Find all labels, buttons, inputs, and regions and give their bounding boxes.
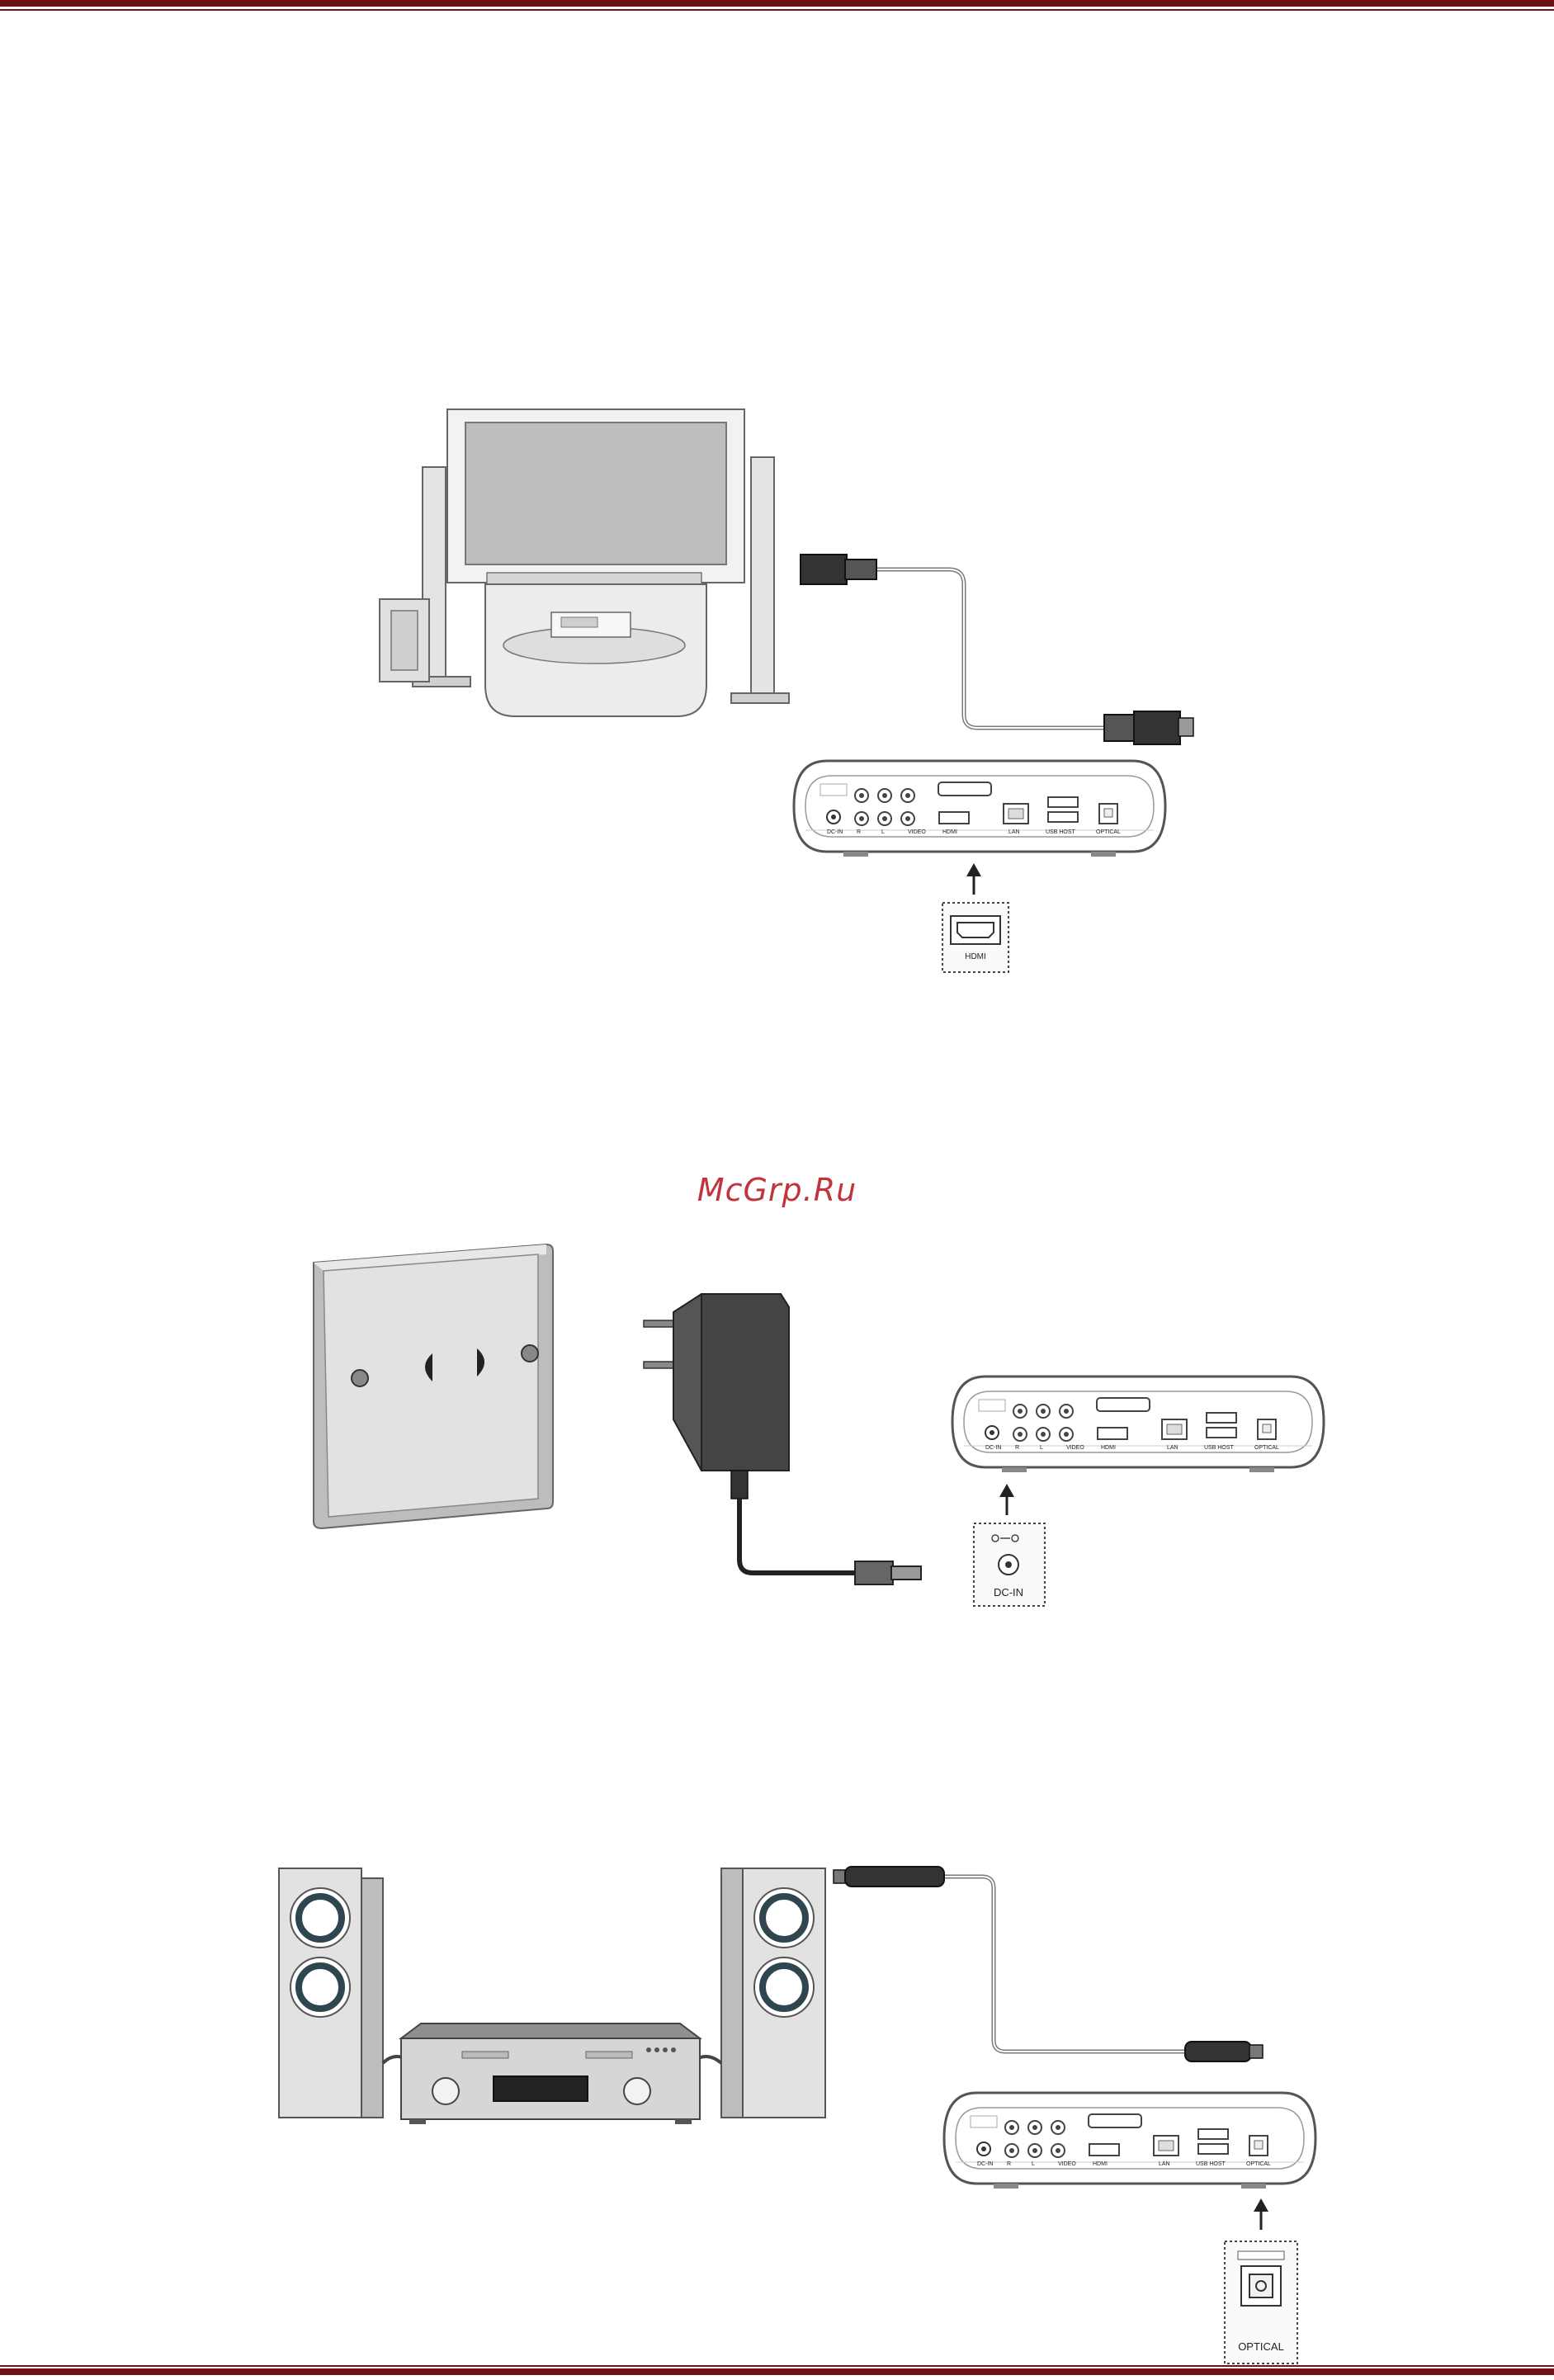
svg-text:DC-IN: DC-IN xyxy=(827,829,843,835)
svg-text:R: R xyxy=(857,829,861,835)
hdmi-arrow-icon xyxy=(966,863,981,895)
svg-text:VIDEO: VIDEO xyxy=(1066,1445,1084,1451)
dc-in-port-callout: DC-IN xyxy=(974,1523,1045,1606)
svg-text:USB HOST: USB HOST xyxy=(1204,1445,1235,1451)
svg-text:VIDEO: VIDEO xyxy=(908,829,926,835)
svg-text:HDMI: HDMI xyxy=(942,829,957,835)
svg-text:LAN: LAN xyxy=(1008,829,1020,835)
stereo-receiver-illustration xyxy=(401,2023,700,2124)
svg-text:USB HOST: USB HOST xyxy=(1196,2161,1226,2167)
svg-text:OPTICAL: OPTICAL xyxy=(1254,1445,1279,1451)
svg-text:HDMI: HDMI xyxy=(965,952,986,961)
svg-text:OPTICAL: OPTICAL xyxy=(1096,829,1121,835)
hdmi-port-callout: HDMI xyxy=(942,903,1008,972)
svg-text:L: L xyxy=(881,829,885,835)
media-player-rear-panel: DC-IN R L VIDEO HDMI LAN USB HOST OPTICA… xyxy=(794,761,1165,857)
media-player-rear-panel: DC-IN R L VIDEO HDMI LAN USB HOST OPTICA… xyxy=(944,2093,1315,2189)
svg-text:DC-IN: DC-IN xyxy=(985,1445,1001,1451)
wall-outlet-illustration xyxy=(314,1244,553,1528)
svg-text:L: L xyxy=(1040,1445,1043,1451)
svg-text:OPTICAL: OPTICAL xyxy=(1238,2340,1284,2353)
svg-text:USB HOST: USB HOST xyxy=(1046,829,1076,835)
media-player-rear-panel: DC-IN R L VIDEO HDMI LAN USB HOST OPTICA… xyxy=(952,1377,1324,1472)
svg-text:HDMI: HDMI xyxy=(1101,1445,1116,1451)
svg-text:VIDEO: VIDEO xyxy=(1058,2161,1076,2167)
dc-in-arrow-icon xyxy=(999,1484,1014,1515)
svg-text:LAN: LAN xyxy=(1159,2161,1170,2167)
svg-text:L: L xyxy=(1032,2161,1035,2167)
svg-text:DC-IN: DC-IN xyxy=(994,1586,1023,1598)
tv-home-theater-illustration xyxy=(380,409,789,716)
optical-cable xyxy=(834,1867,1263,2061)
svg-text:HDMI: HDMI xyxy=(1093,2161,1108,2167)
optical-port-callout: OPTICAL xyxy=(1225,2241,1297,2363)
hdmi-cable xyxy=(801,555,1193,744)
svg-text:R: R xyxy=(1015,1445,1019,1451)
svg-text:OPTICAL: OPTICAL xyxy=(1246,2161,1271,2167)
svg-text:DC-IN: DC-IN xyxy=(977,2161,993,2167)
power-adapter xyxy=(644,1294,921,1584)
svg-text:R: R xyxy=(1007,2161,1011,2167)
optical-arrow-icon xyxy=(1254,2198,1268,2230)
svg-text:LAN: LAN xyxy=(1167,1445,1178,1451)
